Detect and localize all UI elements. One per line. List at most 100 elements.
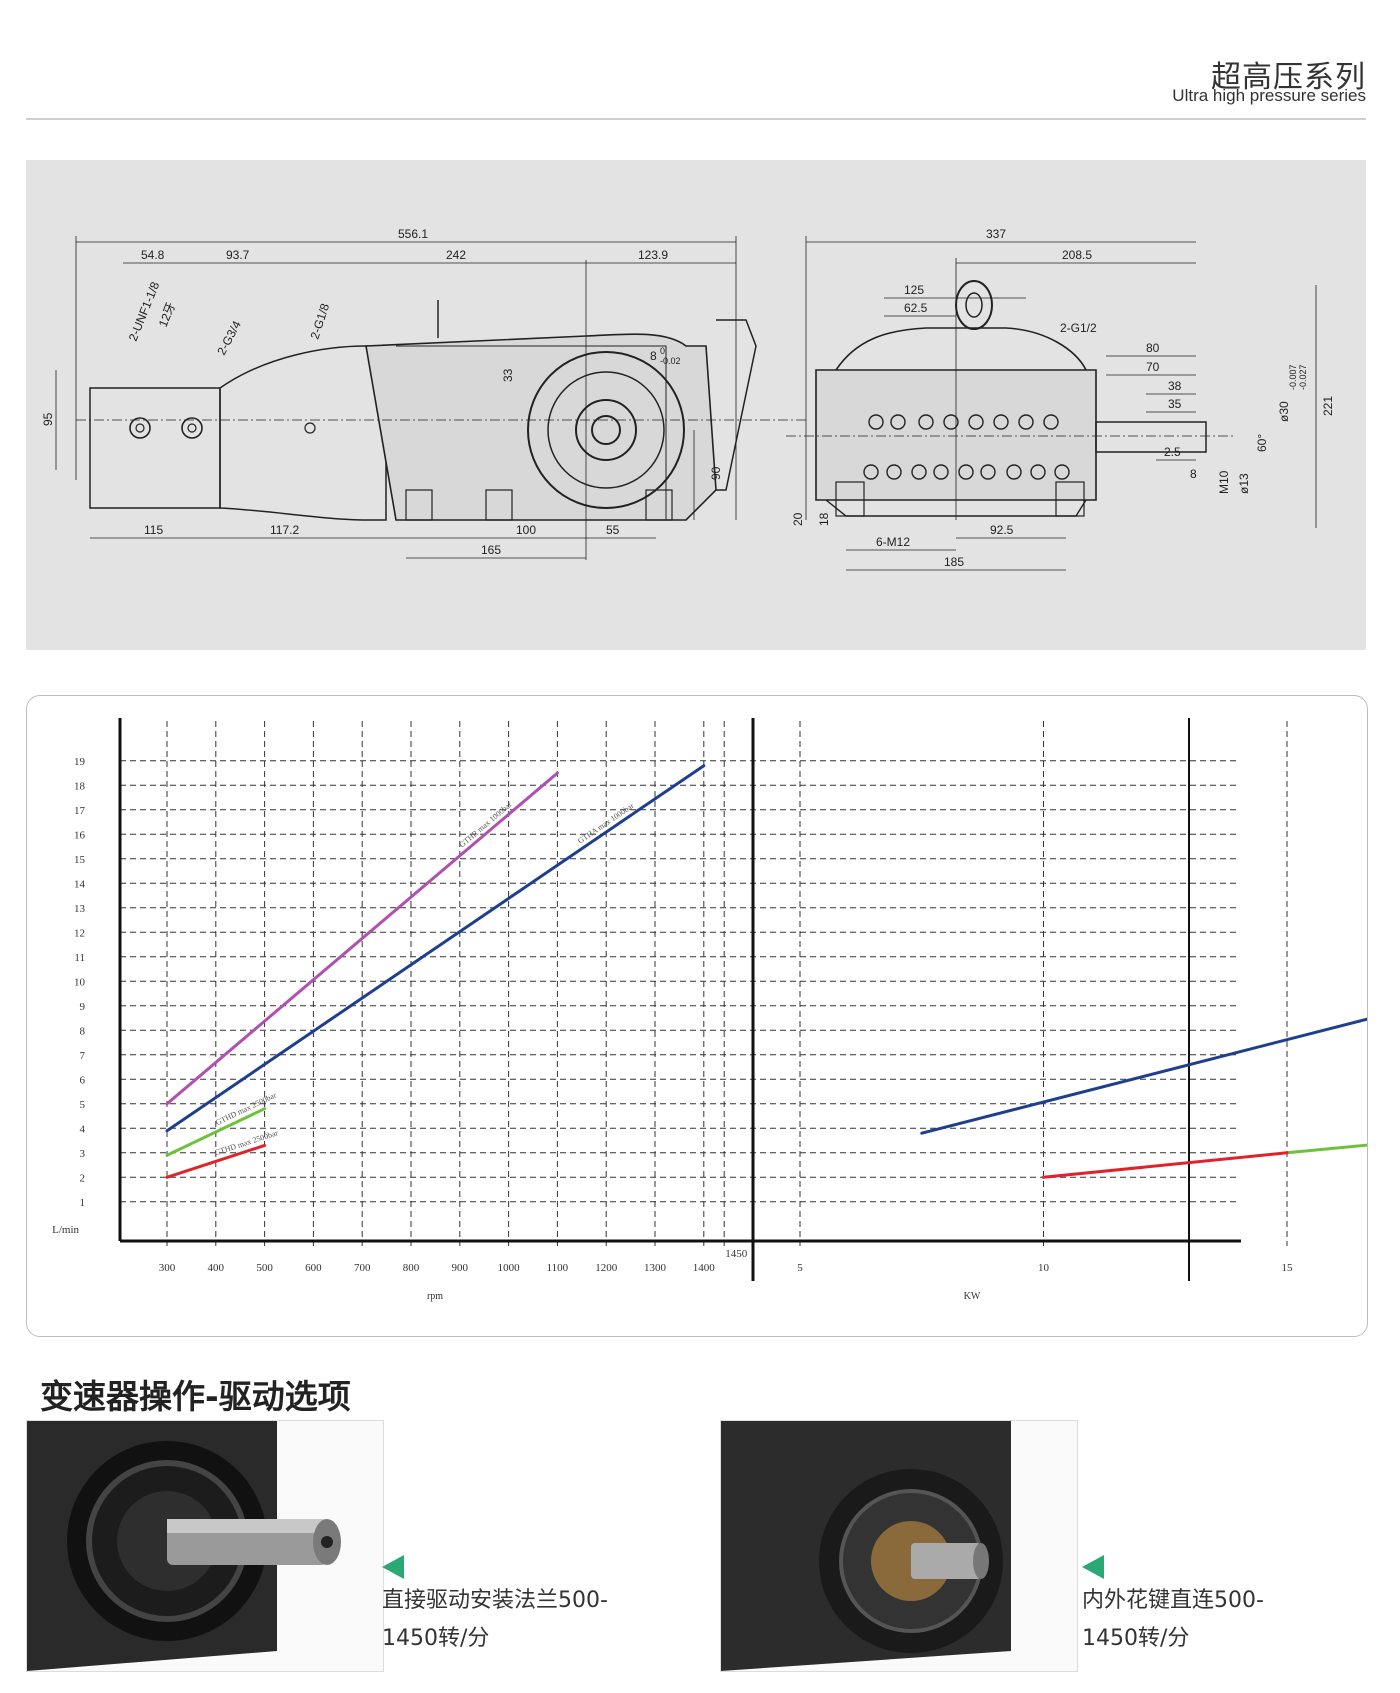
kw-series-line [920, 1017, 1367, 1135]
dim-117-2: 117.2 [270, 523, 299, 537]
y-tick-label: 5 [80, 1099, 86, 1111]
option-1-caption: 直接驱动安装法兰500- 1450转/分 [382, 1582, 642, 1658]
shaft-tol-upper: -0.007 [1288, 364, 1298, 390]
x-tick-label-kw: 15 [1282, 1262, 1294, 1274]
rpm-series-label: GTHR max 1000bar [458, 800, 514, 850]
x-tick-label-kw: 10 [1038, 1262, 1050, 1274]
option-1-line2: 1450转/分 [382, 1626, 490, 1651]
option-1-line1: 直接驱动安装法兰500- [382, 1588, 608, 1613]
port-label-g18: 2-G1/8 [308, 301, 333, 341]
y-tick-label: 15 [74, 854, 86, 866]
bolt-6-m12: 6-M12 [876, 535, 910, 549]
y-tick-label: 13 [74, 903, 86, 915]
spline-coupling-photo [720, 1420, 1078, 1672]
thread-m10: M10 [1217, 470, 1231, 494]
dim-221: 221 [1321, 396, 1335, 416]
rpm-series-line [165, 1107, 267, 1157]
x-tick-label-rpm: 1200 [595, 1262, 618, 1274]
x-tick-label-rpm: 1000 [498, 1262, 520, 1274]
y-tick-label: 1 [80, 1197, 86, 1209]
rpm-series-line [165, 764, 706, 1133]
option-2-line1: 内外花键直连500- [1082, 1588, 1264, 1613]
x-tick-label-1450: 1450 [725, 1248, 748, 1260]
x-axis-label-rpm: rpm [427, 1291, 443, 1302]
x-tick-label-rpm: 900 [452, 1262, 469, 1274]
y-tick-label: 19 [74, 756, 86, 768]
y-tick-label: 7 [80, 1050, 86, 1062]
dim-62-5: 62.5 [904, 301, 928, 315]
y-tick-label: 6 [80, 1074, 86, 1086]
rpm-series-label: GTHD max 2500bar [214, 1090, 278, 1127]
x-tick-label-rpm: 700 [354, 1262, 371, 1274]
y-tick-label: 2 [80, 1172, 86, 1184]
y-tick-label: 11 [74, 952, 85, 964]
dim-80: 80 [1146, 341, 1160, 355]
dim-165: 165 [481, 543, 501, 557]
rpm-series-label: GTHD max 2500bar [213, 1128, 279, 1157]
dim-100: 100 [516, 523, 536, 537]
x-tick-label-rpm: 1400 [693, 1262, 716, 1274]
port-label-g12: 2-G1/2 [1060, 321, 1097, 335]
x-tick-label-rpm: 1100 [547, 1262, 569, 1274]
rpm-series-line [165, 1143, 267, 1179]
side-view [89, 300, 757, 521]
technical-drawing: 556.1 54.8 93.7 242 123.9 2-UNF1-1/8 12牙… [26, 160, 1366, 650]
port-label-g34: 2-G3/4 [214, 318, 244, 357]
dim-20: 20 [791, 512, 805, 526]
dim-185: 185 [944, 555, 964, 569]
tol-upper: 0 [660, 346, 665, 356]
dim-208-5: 208.5 [1062, 248, 1092, 262]
shaft-dia: ø30 [1277, 401, 1291, 422]
shaft-tol-lower: -0.027 [1298, 364, 1308, 390]
x-tick-label-rpm: 500 [256, 1262, 273, 1274]
dim-90: 90 [709, 466, 723, 480]
y-tick-label: 12 [74, 927, 85, 939]
pump-drawing-svg: 556.1 54.8 93.7 242 123.9 2-UNF1-1/8 12牙… [41, 227, 1335, 571]
port-label-unf: 2-UNF1-1/8 [126, 279, 163, 343]
y-tick-label: 10 [74, 976, 86, 988]
y-tick-label: 9 [80, 1001, 86, 1013]
y-tick-label: 14 [74, 878, 86, 890]
option-2-marker [1082, 1555, 1104, 1579]
dim-115: 115 [144, 523, 163, 537]
dia-13: ø13 [1237, 473, 1251, 494]
y-tick-label: 3 [80, 1148, 86, 1160]
y-tick-label: 17 [74, 805, 86, 817]
dim-242: 242 [446, 248, 466, 262]
dim-123-9: 123.9 [638, 248, 668, 262]
header-divider [26, 118, 1366, 120]
y-tick-label: 4 [80, 1123, 86, 1135]
dim-54-8: 54.8 [141, 248, 165, 262]
angle-60: 60° [1255, 434, 1269, 452]
dim-95: 95 [41, 412, 55, 426]
y-tick-label: 8 [80, 1025, 86, 1037]
dim-8: 8 [1190, 467, 1197, 481]
x-tick-label-rpm: 1300 [644, 1262, 667, 1274]
x-tick-label-rpm: 600 [305, 1262, 322, 1274]
option-2-line2: 1450转/分 [1082, 1626, 1190, 1651]
rpm-series-line [165, 771, 559, 1106]
front-view [815, 280, 1207, 517]
dim-33: 33 [501, 368, 515, 382]
x-tick-label-rpm: 800 [403, 1262, 420, 1274]
dim-55: 55 [606, 523, 620, 537]
section-title: 变速器操作-驱动选项 [40, 1377, 351, 1416]
rpm-series-label: GTHA max 1000bar [576, 801, 636, 846]
direct-drive-flange-photo [26, 1420, 384, 1672]
thread-count: 12牙 [156, 300, 178, 329]
option-1-marker [382, 1555, 404, 1579]
option-2-caption: 内外花键直连500- 1450转/分 [1082, 1582, 1342, 1658]
dim-2-5: 2.5 [1164, 445, 1181, 459]
dim-70: 70 [1146, 360, 1160, 374]
dim-35: 35 [1168, 397, 1182, 411]
dim-18: 18 [817, 512, 831, 526]
dim-38: 38 [1168, 379, 1182, 393]
kw-series-line [1042, 1151, 1289, 1179]
y-axis-label: L/min [52, 1224, 79, 1236]
y-tick-label: 16 [74, 829, 86, 841]
tol-value: 8 [650, 349, 657, 363]
dim-125: 125 [904, 283, 924, 297]
dim-556-1: 556.1 [398, 227, 428, 241]
x-tick-label-rpm: 400 [208, 1262, 225, 1274]
